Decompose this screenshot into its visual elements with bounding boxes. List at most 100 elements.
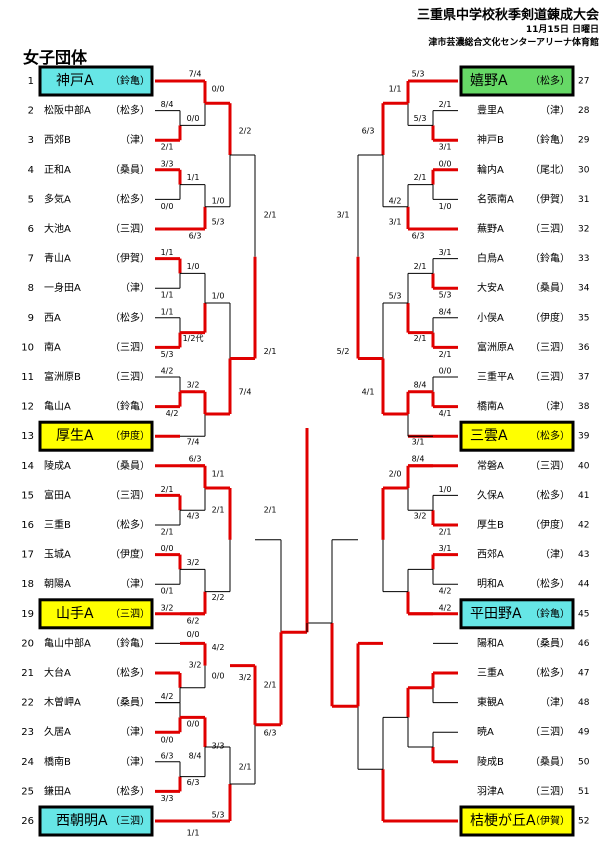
team-name: 亀山A — [44, 400, 71, 413]
team-name: 陽和A — [477, 637, 504, 649]
match-score: 3/2 — [187, 380, 200, 389]
team-region: （伊賀） — [530, 193, 570, 205]
team-region: （津） — [540, 549, 570, 561]
seed-number: 46 — [578, 639, 590, 649]
match-score: 3/1 — [439, 143, 452, 152]
team-name: 鎌田A — [44, 784, 71, 797]
seed-number: 6 — [28, 224, 34, 235]
match-score: 1/1 — [389, 85, 402, 94]
team-region: （鈴亀） — [530, 133, 570, 146]
team-name: 富洲原B — [44, 370, 81, 383]
match-score: 1/0 — [212, 196, 225, 205]
seed-number: 38 — [578, 402, 590, 412]
team-name: 陵成B — [477, 756, 504, 768]
match-score: 2/1 — [414, 262, 427, 271]
seed-number: 39 — [578, 432, 590, 442]
match-score: 3/1 — [412, 438, 425, 447]
seed-number: 33 — [578, 254, 589, 264]
match-score: 3/1 — [439, 544, 452, 553]
match-score: 4/2 — [389, 196, 402, 205]
seed-number: 36 — [578, 343, 590, 353]
team-region: （伊度） — [110, 548, 150, 561]
match-score: 4/2 — [166, 409, 179, 418]
team-name: 南A — [44, 340, 61, 353]
match-score: 2/1 — [264, 347, 277, 356]
team-name: 西郊B — [44, 133, 71, 146]
team-name: 豊里A — [477, 104, 504, 117]
match-score: 4/3 — [187, 512, 200, 521]
match-score: 1/1 — [161, 307, 174, 316]
team-region: （三泗） — [110, 371, 150, 383]
team-name: 西朝明A — [56, 813, 108, 829]
match-score: 2/2 — [212, 593, 225, 602]
match-score: 8/4 — [439, 307, 452, 316]
match-score: 1/0 — [187, 262, 200, 271]
team-region: （津） — [120, 578, 150, 590]
match-score: 6/3 — [189, 454, 202, 463]
seed-number: 9 — [28, 313, 34, 324]
match-score: 3/2 — [239, 673, 252, 682]
match-score: 3/2 — [161, 603, 174, 612]
category-title: 女子団体 — [23, 48, 88, 67]
team-region: （桑員） — [110, 460, 150, 472]
team-region: （伊度） — [110, 429, 150, 442]
team-region: （津） — [120, 134, 150, 146]
highlight-box — [459, 420, 575, 452]
team-region: （桑員） — [530, 282, 570, 294]
match-score: 3/2 — [414, 512, 427, 521]
team-region: （鈴亀） — [530, 607, 570, 620]
seed-number: 29 — [578, 136, 590, 146]
match-score: 0/0 — [439, 159, 452, 168]
match-score: 1/0 — [439, 202, 452, 211]
seed-number: 14 — [21, 461, 34, 472]
team-name: 久居A — [44, 726, 71, 738]
match-score: 0/0 — [212, 672, 225, 681]
team-region: （三泗） — [530, 371, 570, 383]
team-region: （三泗） — [530, 223, 570, 235]
seed-number: 19 — [21, 609, 34, 620]
seed-number: 28 — [578, 106, 590, 116]
match-score: 6/3 — [412, 232, 425, 241]
seed-number: 10 — [21, 342, 34, 353]
match-score: 0/0 — [161, 202, 174, 211]
team-name: 蕪野A — [477, 223, 504, 235]
team-name: 三重平A — [477, 370, 514, 383]
team-region: （津） — [540, 697, 570, 709]
team-region: （松多） — [530, 666, 570, 679]
highlight-box — [38, 598, 154, 630]
seed-number: 24 — [21, 757, 34, 768]
team-region: （松多） — [110, 784, 150, 797]
match-score: 1/1 — [187, 829, 200, 838]
team-name: 朝陽A — [44, 578, 71, 590]
team-name: 山手A — [56, 606, 94, 622]
seed-number: 3 — [28, 135, 34, 146]
team-name: 橋南A — [477, 400, 504, 413]
match-score: 3/2 — [189, 661, 202, 670]
team-region: （伊賀） — [110, 253, 150, 265]
seed-number: 16 — [21, 520, 34, 531]
team-name: 輪内A — [477, 163, 504, 176]
seed-number: 50 — [578, 757, 590, 767]
match-score: 3/1 — [439, 248, 452, 257]
team-name: 大池A — [44, 222, 71, 235]
match-score: 5/3 — [389, 292, 402, 301]
match-score: 2/1 — [161, 143, 174, 152]
team-name: 青山A — [44, 252, 71, 265]
match-score: 0/0 — [187, 630, 200, 639]
team-name: 厚生A — [56, 428, 94, 444]
seed-number: 35 — [578, 313, 589, 323]
team-region: （三泗） — [110, 815, 150, 827]
team-region: （三泗） — [530, 726, 570, 738]
match-score: 6/3 — [187, 778, 200, 787]
team-name: 名張南A — [477, 192, 514, 205]
match-score: 7/4 — [187, 438, 200, 447]
match-score: 4/1 — [439, 409, 452, 418]
match-score: 1/1 — [161, 291, 174, 300]
team-name: 暁A — [477, 726, 494, 738]
match-score: 2/1 — [264, 505, 277, 514]
seed-number: 31 — [578, 195, 589, 205]
team-name: 多気A — [44, 192, 71, 205]
seed-number: 45 — [578, 609, 589, 619]
team-region: （鈴亀） — [110, 74, 150, 87]
match-score: 7/4 — [189, 70, 202, 79]
